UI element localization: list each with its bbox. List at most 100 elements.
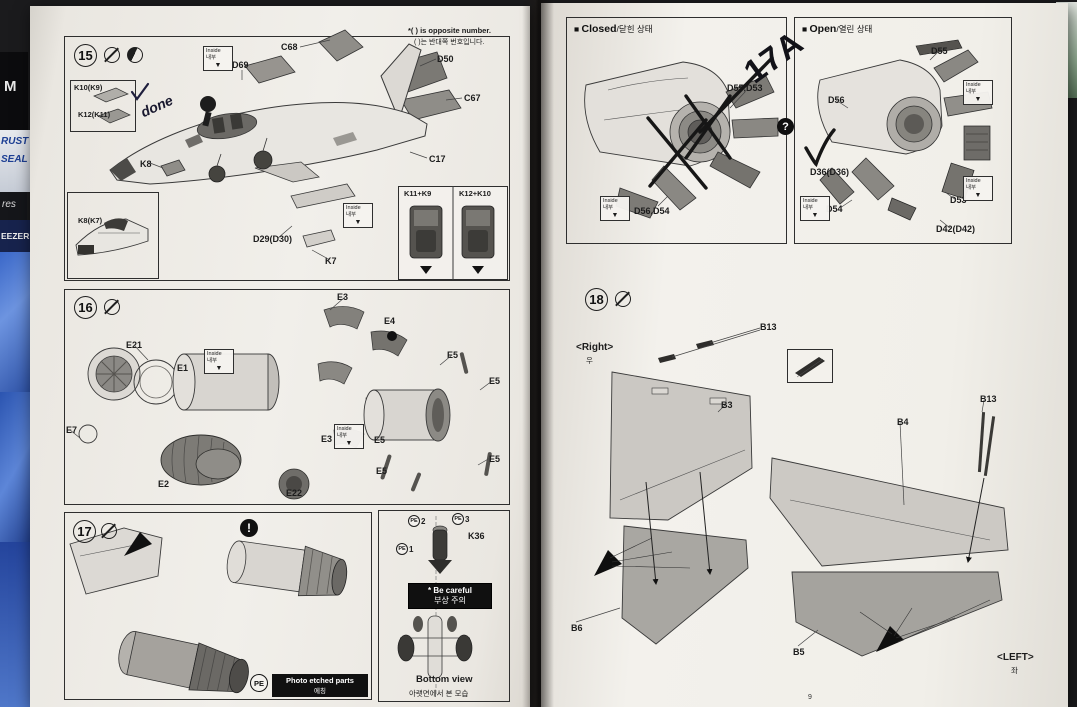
part-label-b3: B3 <box>721 400 733 410</box>
inside-paint-box: Inside 내부 ▼ <box>800 196 830 222</box>
left-side-label-kr: 좌 <box>1011 666 1018 675</box>
open-state-diagram <box>817 39 993 221</box>
down-triangle-icon: ▼ <box>611 212 619 220</box>
no-glue-icon <box>104 47 120 63</box>
square-bullet-icon: ■ <box>802 24 808 34</box>
bottom-view-box <box>378 510 510 702</box>
down-triangle-icon: ▼ <box>345 440 353 448</box>
part-label-b4: B4 <box>897 417 909 427</box>
down-triangle-icon: ▼ <box>974 192 982 200</box>
pe-callout-2: PE 2 <box>408 515 425 527</box>
bottom-view-label-kr: 아랫면에서 본 모습 <box>409 689 469 698</box>
part-label-d54: D54 <box>826 204 843 214</box>
inside-paint-box: Inside 내부 ▼ <box>204 349 234 375</box>
opposite-number-note-en: *( ) is opposite number. <box>408 26 491 35</box>
background-label-seal: SEAL <box>1 154 28 165</box>
b13-detail-drawing <box>795 357 825 378</box>
pe-circle-icon: PE <box>396 543 408 555</box>
inside-line2: 내부 <box>966 89 977 96</box>
no-glue-icon <box>615 291 631 307</box>
part-label-e3b: E3 <box>321 434 333 444</box>
part-label-d55: D55 <box>931 46 948 56</box>
step16-box <box>64 289 510 505</box>
down-triangle-icon: ▼ <box>974 96 982 104</box>
inside-line2: 내부 <box>603 205 614 212</box>
part-label-d53: D53 <box>950 195 967 205</box>
step17-nozzle-diagram <box>69 527 348 694</box>
down-triangle-icon: ▼ <box>811 212 819 220</box>
step15-aircraft-diagram <box>109 29 462 248</box>
inside-line2: 내부 <box>803 205 814 212</box>
square-bullet-icon: ■ <box>574 24 580 34</box>
pe-symbol-icon: PE <box>250 674 268 692</box>
part-label-d56: D56 <box>828 95 845 105</box>
inside-line1: Inside <box>966 82 981 88</box>
part-label-b13a: B13 <box>760 322 777 332</box>
closed-title: Closed <box>581 23 617 35</box>
closed-title-kr: /닫힌 상태 <box>616 24 653 34</box>
background-dark-box: res <box>0 192 27 220</box>
be-careful-en: * Be careful <box>427 586 473 595</box>
open-state-header: ■ Open/열린 상태 <box>802 23 872 35</box>
down-triangle-icon: ▼ <box>214 62 222 70</box>
be-careful-kr: 부상 주의 <box>434 596 466 605</box>
inside-line1: Inside <box>966 178 981 184</box>
k8k7-nose-drawing <box>75 218 149 256</box>
pe-callout-1: PE 1 <box>396 543 413 555</box>
part-label-e7: E7 <box>66 425 78 435</box>
part-label-k7: K7 <box>325 256 337 266</box>
part-label-b5: B5 <box>793 647 805 657</box>
pe-callout-num: 1 <box>409 544 414 554</box>
open-state-box <box>794 17 1012 244</box>
part-label-e1: E1 <box>177 363 189 373</box>
background-label-box: RUST SEAL <box>0 130 33 192</box>
inside-paint-box: Inside 내부 ▼ <box>203 46 233 72</box>
no-glue-icon <box>104 299 120 315</box>
step17-box <box>64 512 372 700</box>
open-title-kr: /열린 상태 <box>836 24 873 34</box>
warning-icon: ! <box>240 519 258 537</box>
background-label-m: M <box>4 78 17 95</box>
inside-paint-box: Inside 내부 ▼ <box>334 424 364 450</box>
opposite-number-note-kr: ( )는 반대쪽 번호입니다. <box>414 39 485 46</box>
part-label-k8k7: K8(K7) <box>78 216 103 225</box>
part-label-d50: D50 <box>437 54 454 64</box>
part-label-e2: E2 <box>158 479 170 489</box>
closed-state-header: ■ Closed/닫힌 상태 <box>574 23 653 35</box>
inside-line2: 내부 <box>346 212 357 219</box>
step16-number: 16 <box>74 296 97 319</box>
bottom-view-label: Bottom view <box>416 674 473 685</box>
background-blue-box: EEZER <box>0 220 30 252</box>
step15-k10-k12-box <box>70 80 136 132</box>
inside-paint-box: Inside 내부 ▼ <box>963 176 993 202</box>
step18-wing-diagram <box>575 327 1009 657</box>
down-triangle-icon: ▼ <box>215 365 223 373</box>
photo-etched-note: PE Photo etched parts 에칭 <box>250 674 368 697</box>
down-triangle-icon: ▼ <box>354 219 362 227</box>
part-label-e5a: E5 <box>447 350 459 360</box>
bottom-view-diagram <box>397 516 473 696</box>
pe-circle-icon: PE <box>408 515 420 527</box>
part-label-k10: K10(K9) <box>74 83 103 92</box>
part-label-e5b: E5 <box>489 376 501 386</box>
pe-callout-3: PE 3 <box>452 513 469 525</box>
part-label-c68: C68 <box>281 42 298 52</box>
background-black-box: M <box>0 52 28 130</box>
part-label-c67: C67 <box>464 93 481 103</box>
open-title: Open <box>809 23 837 35</box>
page-number: 9 <box>808 694 812 701</box>
k10-k12-parts-drawing <box>93 87 131 124</box>
photo-etched-label: Photo etched parts <box>286 676 354 685</box>
inside-paint-box: Inside 내부 ▼ <box>600 196 630 222</box>
inside-line1: Inside <box>603 198 618 204</box>
cockpit-inset-drawing <box>409 186 495 280</box>
inside-line1: Inside <box>206 48 221 54</box>
be-careful-warning: * Be careful 부상 주의 <box>408 583 492 609</box>
background-blue-bag-2 <box>0 392 34 542</box>
photo-etched-label-kr: 에칭 <box>314 688 326 695</box>
part-label-e3a: E3 <box>337 292 349 302</box>
part-label-c17: C17 <box>429 154 446 164</box>
inside-line2: 내부 <box>966 185 977 192</box>
pe-circle-icon: PE <box>452 513 464 525</box>
